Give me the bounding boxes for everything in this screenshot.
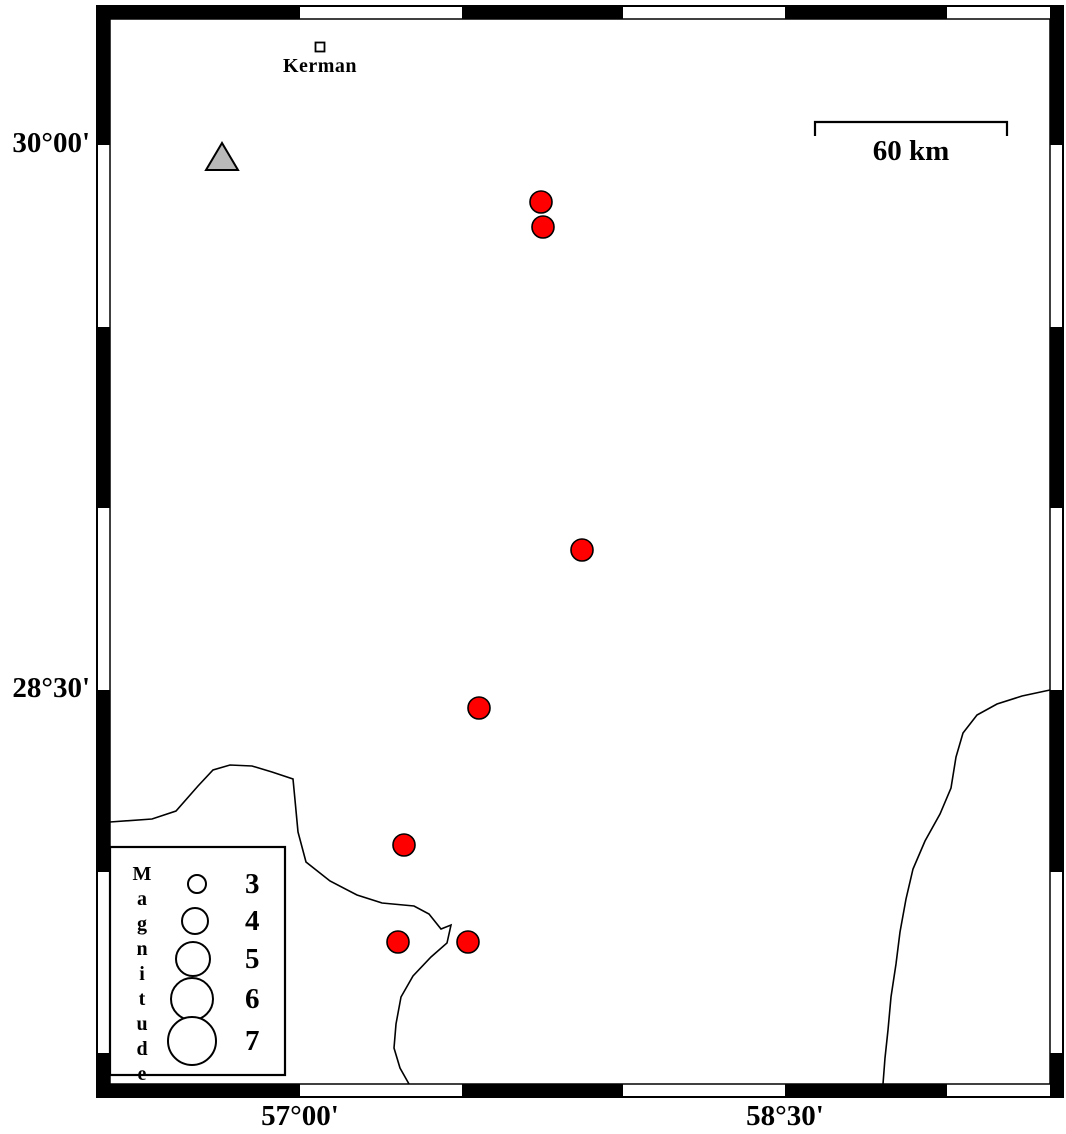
fault-line-east [882, 689, 1051, 1085]
earthquake-epicenter [456, 930, 480, 954]
legend-magnitude-label: 6 [245, 983, 260, 1015]
lon-label-57-00: 57°00' [261, 1100, 339, 1132]
legend-title: Magnitude [131, 863, 153, 1088]
legend-magnitude-circle [175, 941, 211, 977]
earthquake-epicenter [531, 215, 555, 239]
city-label-kerman: Kerman [282, 55, 358, 77]
earthquake-epicenter [570, 538, 594, 562]
fault-line-west [109, 764, 453, 1085]
earthquake-epicenter [529, 190, 553, 214]
legend-magnitude-circle [181, 907, 209, 935]
earthquake-markers [386, 190, 594, 954]
legend-magnitude-label: 3 [245, 868, 260, 900]
legend-magnitude-label: 5 [245, 943, 260, 975]
legend-circles [167, 874, 217, 1066]
legend-magnitude-label: 4 [245, 905, 260, 937]
legend-magnitude-circle [167, 1016, 217, 1066]
city-square-icon [314, 41, 326, 53]
map-frame [96, 5, 1064, 1098]
legend-magnitude-circle [170, 977, 214, 1021]
legend-magnitude-label: 7 [245, 1025, 260, 1057]
legend-box [108, 845, 287, 1077]
scale-bar [813, 120, 1009, 136]
lat-label-28-30: 28°30' [12, 672, 90, 704]
earthquake-epicenter [392, 833, 416, 857]
earthquake-epicenter [386, 930, 410, 954]
lon-label-58-30: 58°30' [746, 1100, 824, 1132]
legend-magnitude-circle [187, 874, 207, 894]
station-triangle-icon [204, 141, 240, 171]
scale-bar-label: 60 km [872, 135, 950, 167]
earthquake-epicenter [467, 696, 491, 720]
lat-label-30-00: 30°00' [12, 127, 90, 159]
